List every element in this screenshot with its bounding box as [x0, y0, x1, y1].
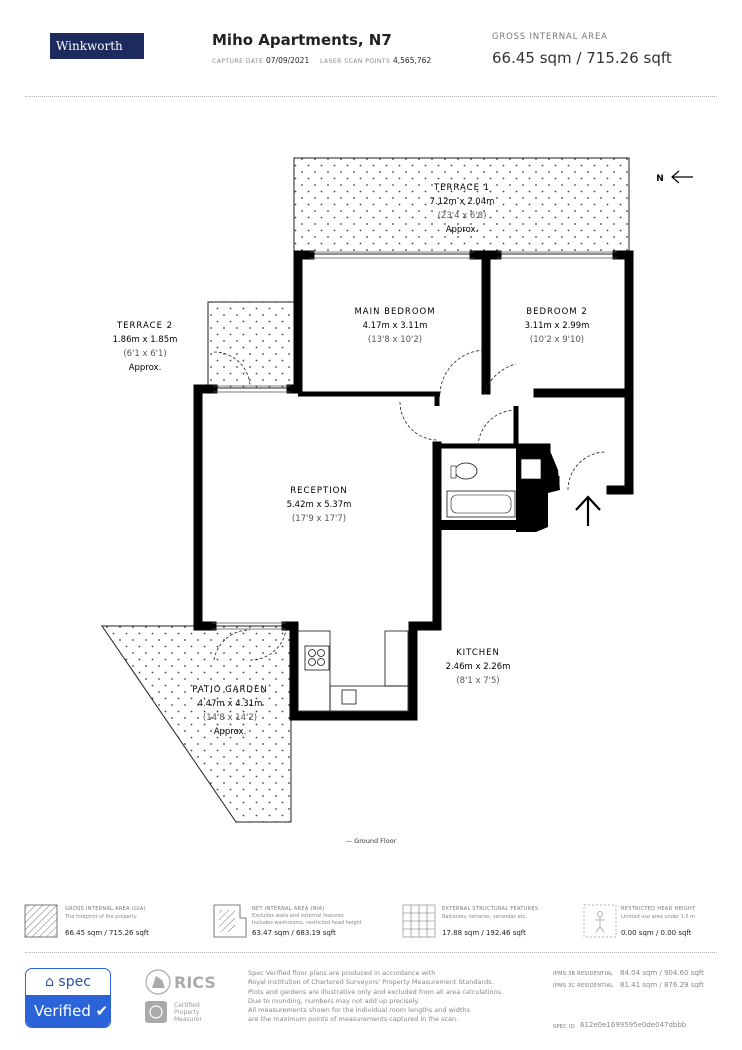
svg-text:(14'8 x 14'2): (14'8 x 14'2) [203, 713, 257, 723]
svg-text:TERRACE 1: TERRACE 1 [433, 183, 490, 193]
restricted-height-legend-icon [583, 904, 617, 938]
room-kitchen: KITCHEN 2.46m x 2.26m (8'1 x 7'5) [446, 648, 511, 686]
ipms3c-value: 81.41 sqm / 876.29 sqft [620, 981, 704, 989]
svg-text:KITCHEN: KITCHEN [456, 648, 500, 658]
spec-verified-badge: ⌂ spec Verified ✔ [25, 968, 111, 1028]
ipms3b-value: 84.04 sqm / 904.60 sqft [620, 969, 704, 977]
property-title: Miho Apartments, N7 [212, 31, 392, 49]
svg-text:4.47m x 4.31m: 4.47m x 4.31m [198, 699, 263, 709]
compass-arrow-icon [671, 170, 693, 184]
header-divider [25, 96, 717, 97]
floor-label: — Ground Floor [346, 837, 397, 845]
external-legend-value: 17.88 sqm / 192.46 sqft [442, 929, 526, 937]
room-patio-garden: PATIO GARDEN 4.47m x 4.31m (14'8 x 14'2)… [192, 685, 267, 737]
compass-label: N [656, 174, 664, 184]
nia-legend-label: NET INTERNAL AREA (NIA) [252, 906, 325, 912]
svg-text:(10'2 x 9'10): (10'2 x 9'10) [530, 335, 584, 345]
gia-value: 66.45 sqm / 715.26 sqft [492, 49, 672, 67]
toilet [454, 462, 478, 480]
door-swings [213, 349, 607, 661]
svg-text:3.11m x 2.99m: 3.11m x 2.99m [525, 321, 590, 331]
restricted-legend-desc: Limited use area under 1.5 m [621, 914, 696, 920]
room-terrace1: TERRACE 1 7.12m x 2.04m (23'4 x 6'8) App… [430, 183, 495, 235]
gia-legend-value: 66.45 sqm / 715.26 sqft [65, 929, 149, 937]
nia-legend-icon [213, 904, 247, 938]
footer-divider [25, 952, 717, 953]
check-icon: ✔ [90, 1002, 109, 1020]
washbasin [520, 458, 542, 480]
room-reception: RECEPTION 5.42m x 5.37m (17'9 x 17'7) [287, 486, 352, 524]
hob [304, 645, 330, 671]
external-legend-label: EXTERNAL STRUCTURAL FEATURES [442, 906, 539, 912]
restricted-legend-label: RESTRICTED HEAD HEIGHT [621, 906, 696, 912]
svg-text:Property: Property [174, 1009, 200, 1016]
sink [341, 689, 357, 705]
svg-text:Certified: Certified [174, 1002, 200, 1009]
svg-text:7.12m x 2.04m: 7.12m x 2.04m [430, 197, 495, 207]
rics-wordmark: RICS [174, 973, 216, 992]
terrace-1-area [293, 157, 630, 255]
svg-text:Approx.: Approx. [446, 225, 479, 235]
bath [446, 490, 516, 518]
svg-text:Approx.: Approx. [214, 727, 247, 737]
windows [212, 251, 617, 630]
svg-text:4.17m x 3.11m: 4.17m x 3.11m [363, 321, 428, 331]
spec-id: 612e0e1699595e0de047dbbb [580, 1021, 687, 1029]
room-terrace2: TERRACE 2 1.86m x 1.85m (6'1 x 6'1) Appr… [113, 321, 178, 373]
svg-text:BEDROOM 2: BEDROOM 2 [526, 307, 587, 317]
patio-garden-area [101, 625, 292, 823]
capture-date-label: CAPTURE DATE [212, 58, 264, 65]
spec-logo: ⌂ spec [45, 974, 91, 990]
gia-legend-icon [24, 904, 58, 938]
laser-points: 4,565,762 [393, 56, 432, 65]
laser-points-label: LASER SCAN POINTS [320, 58, 391, 65]
spec-id-label: SPEC ID [553, 1024, 575, 1030]
verified-label: Verified ✔ [26, 995, 110, 1027]
ipms3b-label: IPMS 3B RESIDENTIAL [553, 971, 614, 977]
svg-text:1.86m x 1.85m: 1.86m x 1.85m [113, 335, 178, 345]
ipms3c-label: IPMS 3C RESIDENTIAL [553, 983, 614, 989]
svg-text:PATIO GARDEN: PATIO GARDEN [192, 685, 267, 695]
nia-legend-desc-1: Excludes walls and external features [252, 913, 344, 919]
disclaimer: Spec Verified floor plans are produced i… [248, 969, 504, 1024]
restricted-legend-value: 0.00 sqm / 0.00 sqft [621, 929, 692, 937]
kitchen-fittings [297, 630, 409, 712]
nia-legend-desc-2: Includes washrooms, restricted head heig… [252, 920, 362, 926]
rics-logo-icon [145, 969, 171, 1023]
gia-legend-desc: The footprint of the property [65, 914, 137, 920]
capture-date: 07/09/2021 [266, 56, 310, 65]
room-bedroom2: BEDROOM 2 3.11m x 2.99m (10'2 x 9'10) [525, 307, 590, 345]
svg-text:TERRACE 2: TERRACE 2 [116, 321, 173, 331]
svg-text:MAIN BEDROOM: MAIN BEDROOM [354, 307, 435, 317]
walls [193, 250, 634, 721]
terrace-2-area [207, 301, 295, 389]
external-features-legend-icon [402, 904, 436, 938]
svg-text:RECEPTION: RECEPTION [290, 486, 347, 496]
svg-text:(6'1 x 6'1): (6'1 x 6'1) [123, 349, 166, 359]
gia-label: GROSS INTERNAL AREA [492, 32, 608, 42]
room-main-bedroom: MAIN BEDROOM 4.17m x 3.11m (13'8 x 10'2) [354, 307, 435, 345]
svg-text:(8'1 x 7'5): (8'1 x 7'5) [456, 676, 499, 686]
svg-text:(13'8 x 10'2): (13'8 x 10'2) [368, 335, 422, 345]
svg-text:Approx.: Approx. [129, 363, 162, 373]
external-legend-desc: Balconies, terraces, verandas etc. [442, 914, 527, 920]
svg-text:Measurer: Measurer [174, 1016, 203, 1023]
svg-text:2.46m x 2.26m: 2.46m x 2.26m [446, 662, 511, 672]
svg-text:(17'9 x 17'7): (17'9 x 17'7) [292, 514, 346, 524]
spec-house-icon: ⌂ [45, 974, 59, 990]
svg-text:(23'4 x 6'8): (23'4 x 6'8) [438, 211, 487, 221]
winkworth-logo: Winkworth [50, 33, 144, 59]
svg-text:5.42m x 5.37m: 5.42m x 5.37m [287, 500, 352, 510]
nia-legend-value: 63.47 sqm / 683.19 sqft [252, 929, 336, 937]
entrance-arrow-icon [575, 495, 601, 526]
gia-legend-label: GROSS INTERNAL AREA (GIA) [65, 906, 146, 912]
